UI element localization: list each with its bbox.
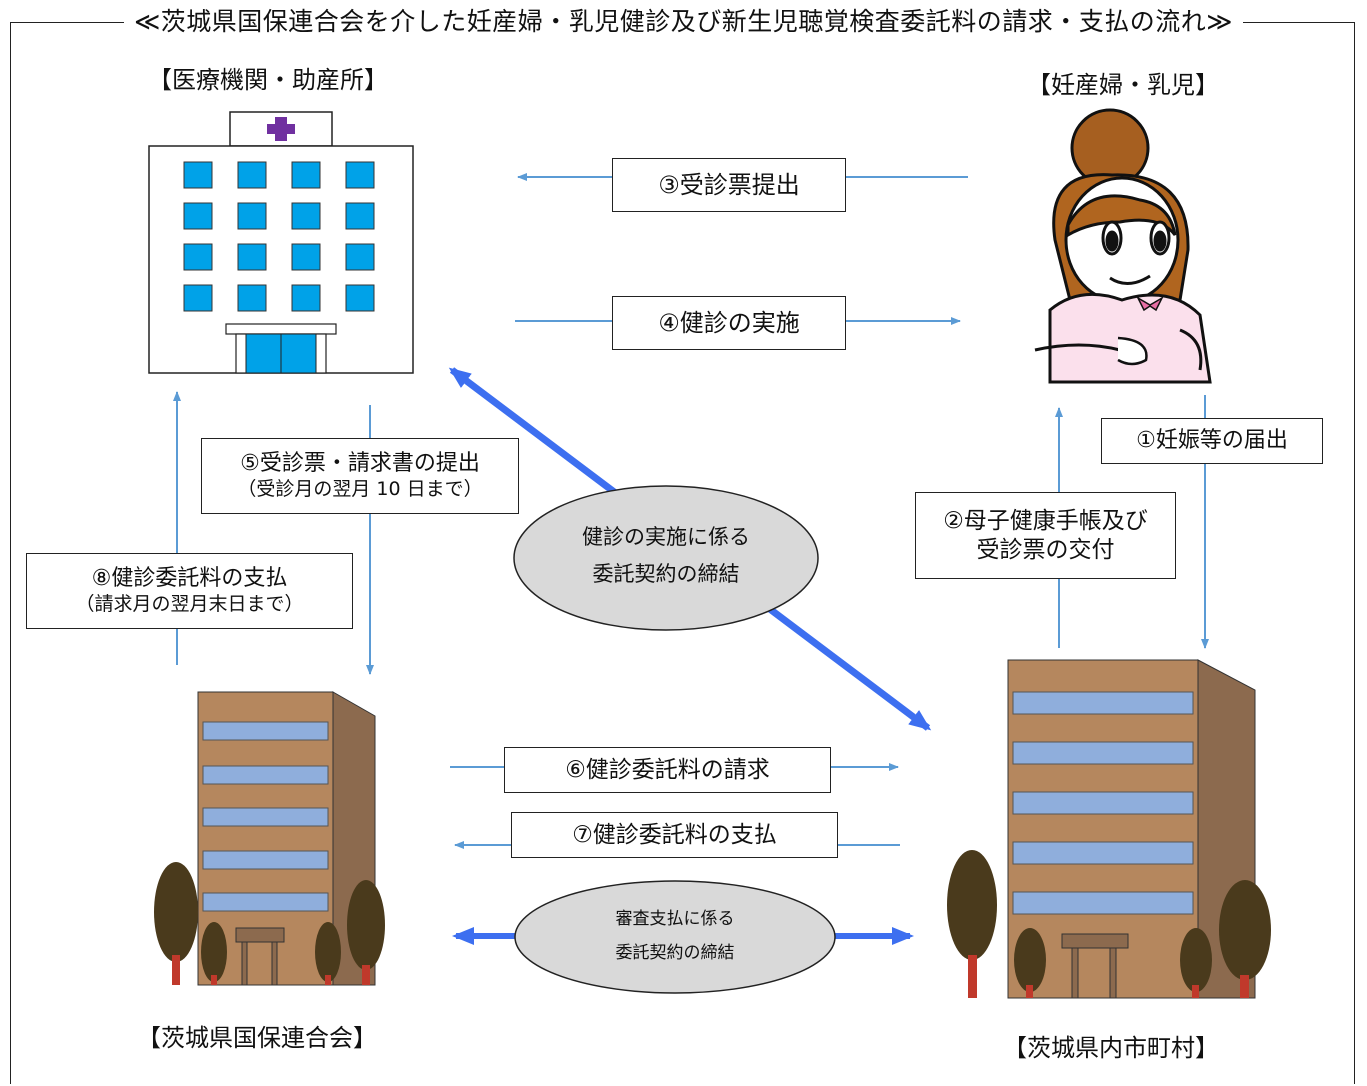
step5-text-line2: （受診月の翌月 10 日まで） [237, 477, 483, 500]
step2-box: ②母子健康手帳及び 受診票の交付 [915, 492, 1176, 579]
audit-contract-text: 審査支払に係る 委託契約の締結 [535, 902, 815, 970]
step3-text: ③受診票提出 [658, 171, 800, 199]
step7-box: ⑦健診委託料の支払 [511, 812, 838, 858]
step6-box: ⑥健診委託料の請求 [504, 747, 831, 793]
step4-text: ④健診の実施 [658, 309, 800, 337]
step8-text-line1: ⑧健診委託料の支払 [91, 566, 288, 592]
health-contract-text: 健診の実施に係る 委託契約の締結 [526, 519, 806, 593]
hospital-illustration [148, 111, 414, 374]
step2-text-line2: 受診票の交付 [976, 536, 1115, 563]
step2-text-line1: ②母子健康手帳及び [943, 507, 1148, 534]
mother-illustration [1034, 108, 1212, 384]
hospital-label: 【医療機関・助産所】 [148, 66, 388, 94]
health-contract-line2: 委託契約の締結 [592, 561, 740, 586]
step5-text-line1: ⑤受診票・請求書の提出 [240, 451, 480, 477]
step8-text-line2: （請求月の翌月末日まで） [75, 592, 304, 615]
health-contract-line1: 健診の実施に係る [582, 525, 750, 549]
step6-text: ⑥健診委託料の請求 [565, 756, 770, 783]
health-contract-ellipse [513, 485, 819, 631]
audit-contract-line1: 審査支払に係る [615, 909, 735, 929]
diagram-title: ≪茨城県国保連合会を介した妊産婦・乳児健診及び新生児聴覚検査委託料の請求・支払の… [0, 2, 1367, 38]
step8-box: ⑧健診委託料の支払 （請求月の翌月末日まで） [26, 553, 353, 629]
city-label: 【茨城県内市町村】 [1003, 1034, 1219, 1062]
step7-text: ⑦健診委託料の支払 [572, 821, 777, 848]
step1-box: ①妊娠等の届出 [1101, 418, 1323, 464]
step1-text: ①妊娠等の届出 [1136, 428, 1288, 454]
mother-label: 【妊産婦・乳児】 [1027, 71, 1219, 99]
city-illustration [947, 659, 1271, 999]
step5-box: ⑤受診票・請求書の提出 （受診月の翌月 10 日まで） [201, 438, 519, 514]
audit-contract-ellipse [514, 880, 836, 994]
audit-contract-line2: 委託契約の締結 [615, 943, 735, 963]
step4-box: ④健診の実施 [612, 296, 846, 350]
kokuho-illustration [154, 691, 385, 986]
kokuho-label: 【茨城県国保連合会】 [137, 1024, 377, 1052]
step3-box: ③受診票提出 [612, 158, 846, 212]
